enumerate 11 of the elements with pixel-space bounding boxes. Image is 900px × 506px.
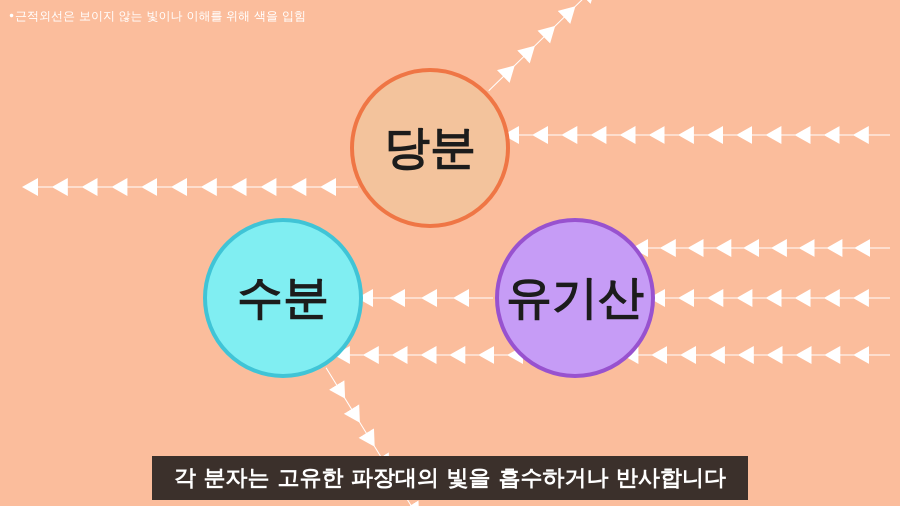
note-text: •근적외선은 보이지 않는 빛이나 이해를 위해 색을 입힘 — [8, 8, 306, 25]
light-ray-arrow — [656, 289, 890, 307]
molecule-name: 수분 — [237, 269, 329, 326]
light-ray-arrow — [364, 289, 494, 307]
light-ray-arrow — [22, 178, 358, 196]
molecule-name: 유기산 — [506, 269, 644, 326]
light-ray-arrow — [509, 126, 890, 144]
light-ray-arrow — [636, 239, 890, 257]
molecule-name: 당분 — [384, 119, 476, 176]
subtitle-caption: 각 분자는 고유한 파장대의 빛을 흡수하거나 반사합니다 — [152, 456, 748, 500]
light-ray-arrow — [488, 0, 592, 92]
